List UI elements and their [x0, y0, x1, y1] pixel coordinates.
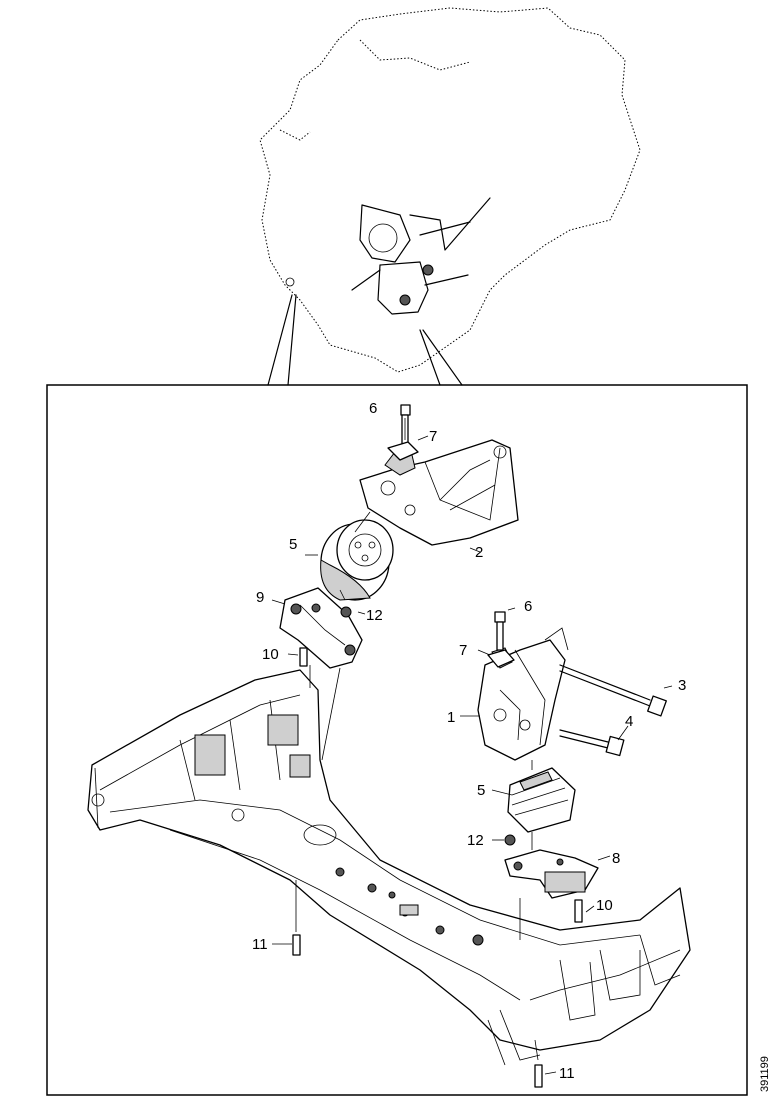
left-lower-plate: [279, 587, 363, 669]
callout-6-right: 6: [524, 598, 532, 615]
left-rubber-mount: [320, 519, 394, 601]
subframe: [87, 669, 691, 1066]
fasteners: [292, 404, 667, 1088]
callout-9: 9: [256, 589, 264, 606]
callouts: 6 7 5 2 9 12 6 7 10 3 1 4 5 12 8 10 11 1…: [252, 400, 686, 1082]
callout-12-right: 12: [467, 832, 484, 849]
callout-6-top: 6: [369, 400, 377, 417]
right-rubber-mount: [507, 767, 576, 833]
callout-8: 8: [612, 850, 620, 867]
callout-10-left: 10: [262, 646, 279, 663]
right-lower-plate: [504, 849, 599, 899]
callout-10-right: 10: [596, 897, 613, 914]
engine-overview: [259, 7, 641, 386]
callout-12-left: 12: [366, 607, 383, 624]
callout-7-right: 7: [459, 642, 467, 659]
callout-2: 2: [475, 544, 483, 561]
detail-frame: [46, 384, 748, 1096]
callout-7-top: 7: [429, 428, 437, 445]
callout-1: 1: [447, 709, 455, 726]
left-mount-bracket: [359, 439, 519, 546]
callout-5-right: 5: [477, 782, 485, 799]
callout-4: 4: [625, 713, 633, 730]
reference-code: 391199: [759, 1056, 771, 1092]
callout-5-left: 5: [289, 536, 297, 553]
leader-lines: [271, 418, 673, 1075]
callout-11-bottom: 11: [559, 1065, 575, 1082]
callout-3: 3: [678, 677, 686, 694]
callout-11-left: 11: [252, 936, 268, 953]
right-mount-bracket: [477, 627, 569, 761]
